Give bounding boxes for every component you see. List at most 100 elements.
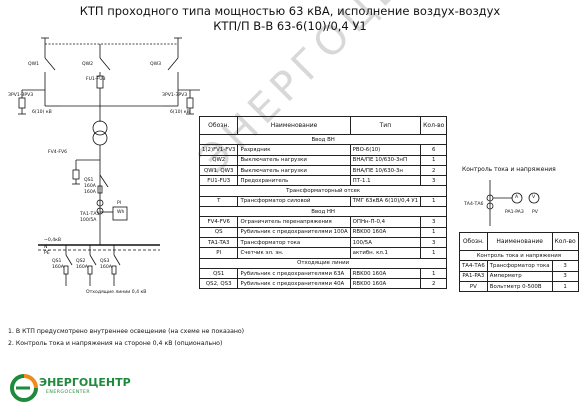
label-pv: PV — [532, 210, 538, 215]
table-cell: 1(2)FV1-FV3 — [198, 144, 239, 156]
table-cell: актибн. кл.1 — [349, 247, 422, 259]
table-cell: Трансформатор тока — [237, 236, 351, 249]
table-cell: QW2 — [198, 154, 239, 166]
table-cell: 3 — [551, 270, 579, 282]
column-header: Кол-во — [420, 116, 448, 135]
table-cell: QS1 — [198, 267, 239, 280]
label-ta1-ta3: ТА1-ТА3 — [80, 212, 100, 217]
table-cell: 1 — [551, 280, 579, 293]
table-cell: Рубильник с предохранителями 63А — [237, 267, 351, 280]
table-cell: 100/5А — [349, 236, 422, 249]
table-cell: ПТ-1.1 — [349, 175, 422, 187]
logo-subtitle: ENERGOCENTER — [46, 390, 91, 395]
note-1: 1. В КТП предусмотрено внутреннее освеще… — [8, 328, 245, 335]
table-cell: QS2, QS3 — [198, 278, 239, 290]
label-qs2-out-rating: 160А — [76, 265, 88, 270]
main-lv-switch — [96, 174, 109, 215]
table-section-row: Ввод ВН — [198, 133, 448, 146]
outgoing-feeder-1 — [63, 245, 73, 286]
table-cell: 1 — [420, 226, 448, 238]
label-fv4-fv6: FV4-FV6 — [48, 150, 68, 155]
table-cell: РВО-6(10) — [349, 144, 422, 156]
table-section-row: Трансформаторный отсек — [198, 185, 448, 197]
energy-meter-box — [100, 206, 128, 221]
label-arresters-left: ЗРV1-ЗРV3 — [8, 93, 34, 98]
label-busbar: ~0,4кВ — [44, 238, 62, 243]
table-cell: 3 — [551, 260, 579, 272]
table-cell: RBK00 160А — [349, 226, 422, 238]
table-cell: Рубильник с предохранителями 40А — [237, 278, 351, 290]
label-arresters-right: ЗРV1-ЗРV3 — [162, 93, 188, 98]
current-voltage-control-diagram — [486, 180, 540, 226]
single-line-diagram — [18, 37, 200, 286]
lv-busbar — [38, 244, 160, 251]
table-cell: ВНА/ПЕ 10/630-3нП — [349, 154, 422, 166]
outgoing-feeder-3 — [111, 245, 121, 286]
table-cell: ТМГ 63кВА 6(10)/0,4 У1 — [349, 195, 422, 208]
ammeter-symbol: A — [515, 195, 519, 200]
label-qs: QS1 — [84, 178, 94, 183]
table-cell: Предохранитель — [237, 175, 351, 187]
table-cell: 1 — [420, 267, 448, 280]
table-cell: ВНА/ПЕ 10/630-3н — [349, 164, 422, 177]
table-section-row: Контроль тока и напряжения — [459, 249, 579, 262]
section-title: Ввод НН — [198, 206, 448, 218]
table-cell: Трансформатор тока — [486, 260, 553, 272]
label-outgoing-lines: Отходящие линии 0,4 кВ — [86, 290, 147, 295]
label-fu1-fu3: FU1-FU3 — [86, 77, 106, 82]
label-hv-right: 6(10) кВ — [170, 110, 190, 115]
label-qs3-out-rating: 160А — [100, 265, 112, 270]
table-cell: PI — [198, 247, 239, 259]
label-ta-ratio: 100/5А — [80, 218, 97, 223]
title-line-2: КТП/П В-В 63-6(10)/0,4 У1 — [213, 19, 367, 33]
section-title: Ввод ВН — [198, 133, 448, 146]
section-title: Трансформаторный отсек — [198, 185, 448, 197]
label-pi: PI — [117, 201, 122, 206]
table-cell: RBK00 160А — [349, 278, 422, 290]
table-cell: Ограничитель перенапряжения — [237, 216, 351, 228]
table-cell: Амперметр — [486, 270, 553, 282]
column-header: Тип — [349, 116, 422, 135]
column-header: Наименование — [486, 232, 553, 251]
label-qs-rating: 160А — [84, 184, 96, 189]
label-qw3: QW3 — [150, 62, 162, 67]
hv-bus — [45, 43, 178, 122]
hv-input-right — [163, 37, 200, 115]
column-header: Обозн. — [459, 232, 488, 251]
label-bus-n: N — [44, 245, 48, 250]
logo-name: ЭНЕРГОЦЕНТР — [39, 376, 131, 389]
table-cell: ТА4-ТА6 — [459, 260, 488, 272]
label-qs-rating-2: 160А — [84, 190, 96, 195]
column-header: Обозн. — [198, 116, 239, 135]
label-ta4-ta6: ТА4-ТА6 — [464, 202, 484, 207]
label-qs2-out: QS2 — [76, 259, 86, 264]
table-cell: Счетчик эл. эн. — [237, 247, 351, 259]
label-wh: Wh — [117, 210, 125, 215]
table-cell: Рубильник с предохранителями 100А — [237, 226, 351, 238]
section-title: Контроль тока и напряжения — [459, 249, 579, 262]
table-cell: Вольтметр 0-500В — [486, 280, 553, 293]
table-cell: Разрядник — [237, 144, 351, 156]
table-cell: FV4-FV6 — [198, 216, 239, 228]
table-cell: PA1-PA3 — [459, 270, 488, 282]
label-qw2: QW2 — [82, 62, 94, 67]
column-header: Наименование — [237, 116, 351, 135]
side-panel-title: Контроль тока и напряжения — [462, 166, 556, 173]
label-qs1-out-rating: 160А — [52, 265, 64, 270]
voltmeter-symbol: V — [532, 195, 536, 200]
table-cell: 3 — [420, 175, 448, 187]
table-cell: 1 — [420, 154, 448, 166]
table-cell: 3 — [420, 216, 448, 228]
label-qs1-out: QS1 — [52, 259, 62, 264]
